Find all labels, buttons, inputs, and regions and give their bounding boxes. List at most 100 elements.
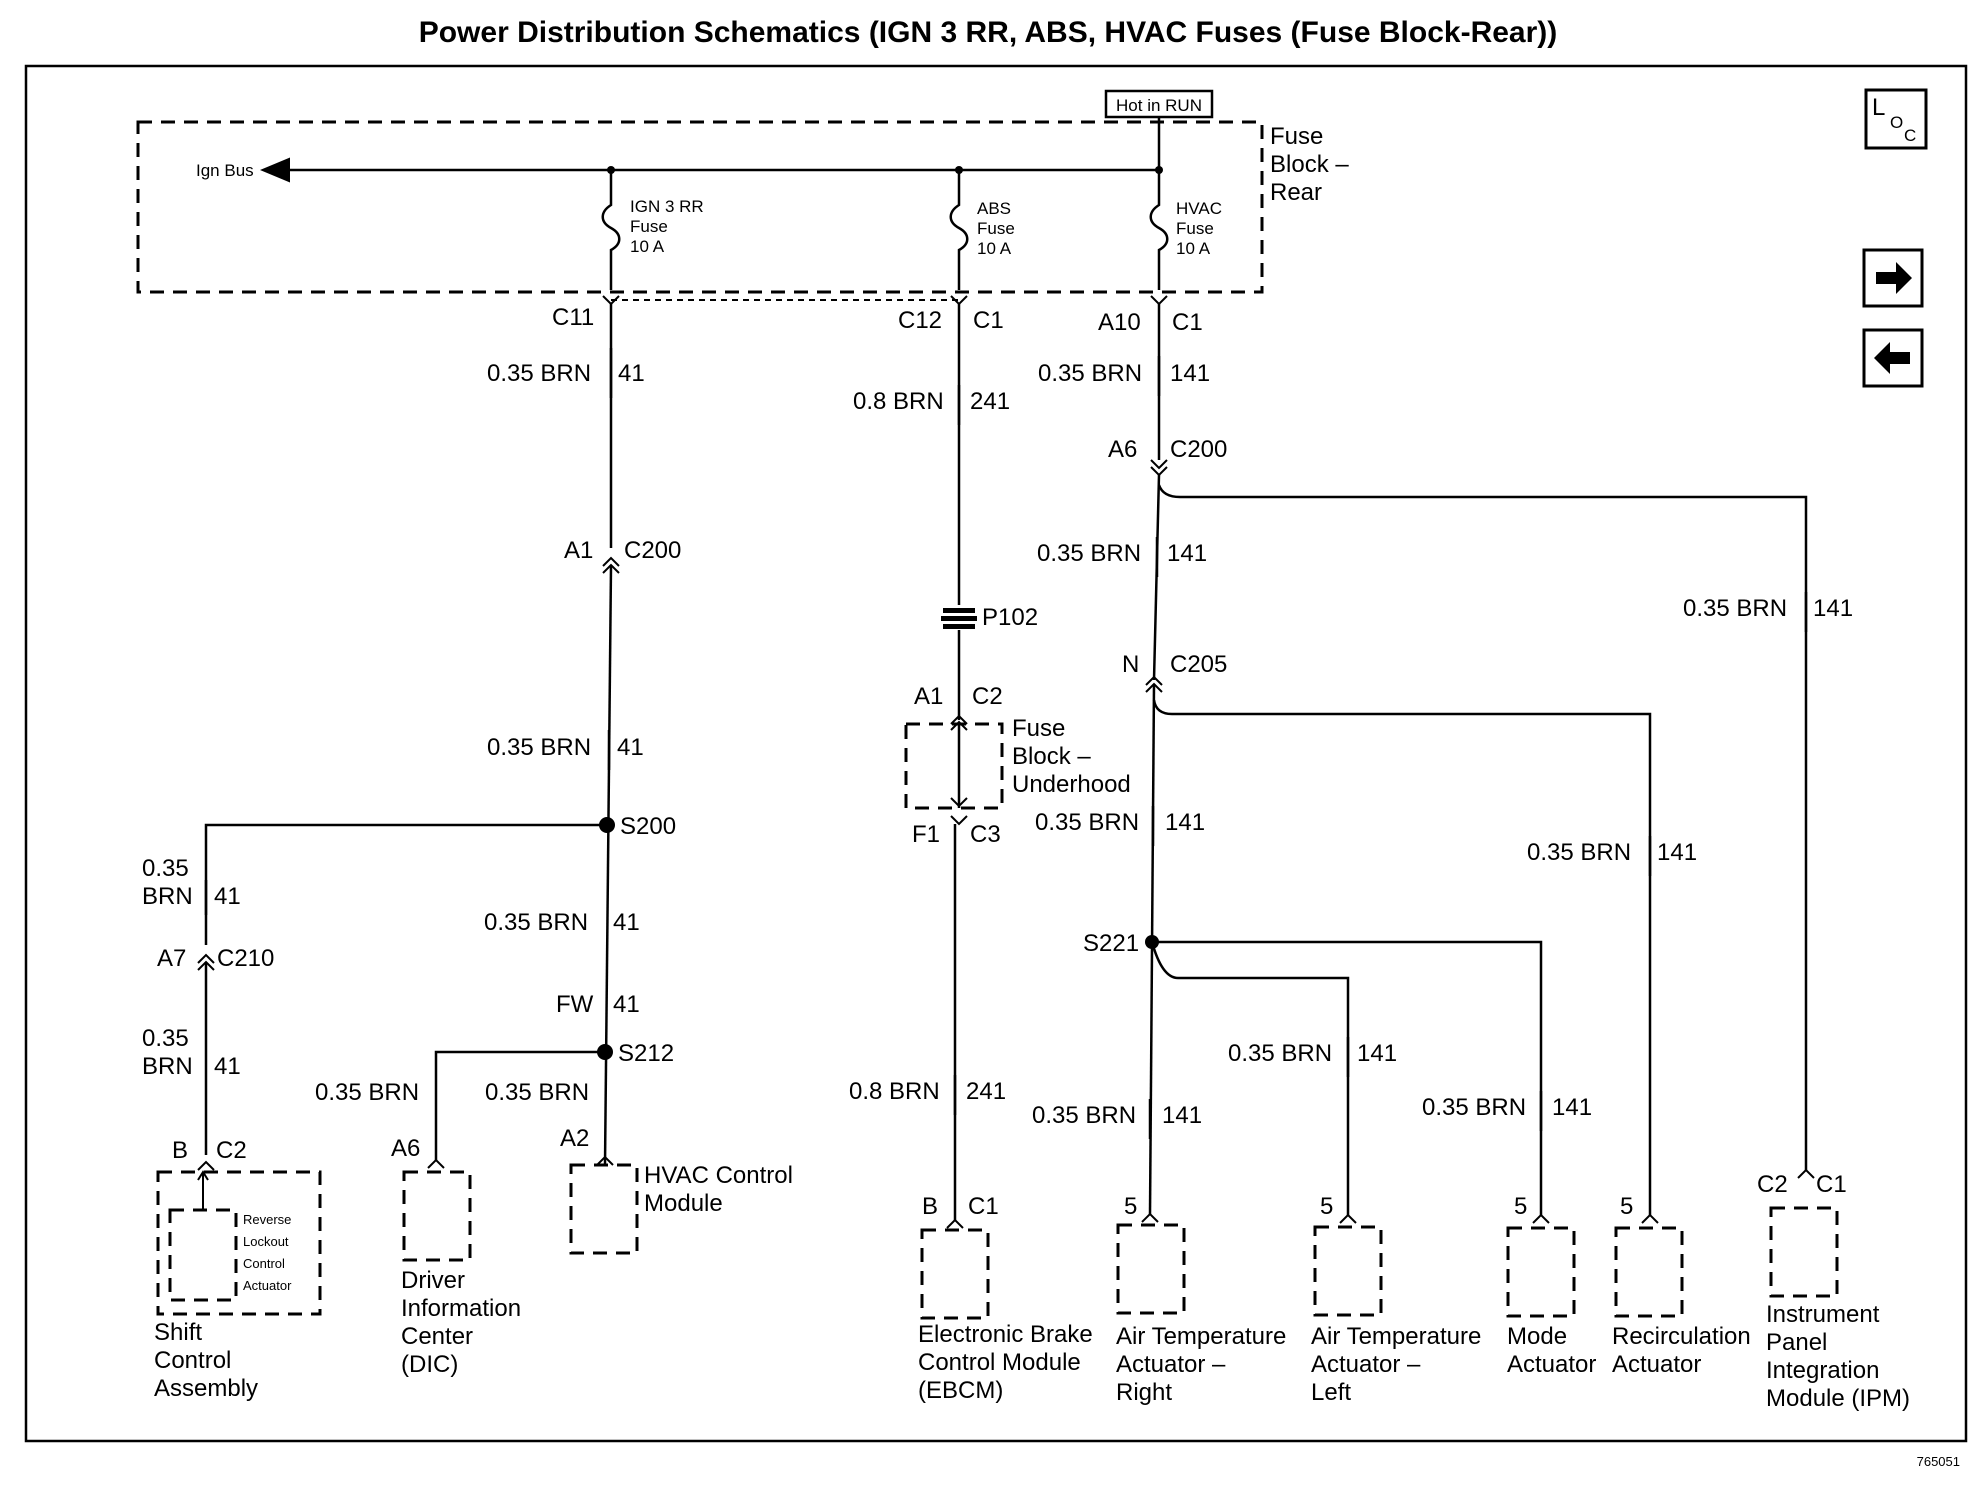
svg-text:0.35 BRN: 0.35 BRN xyxy=(1032,1102,1136,1129)
svg-text:0.35 BRN: 0.35 BRN xyxy=(1683,595,1787,622)
svg-text:Actuator –: Actuator – xyxy=(1116,1351,1226,1378)
svg-text:0.35 BRN: 0.35 BRN xyxy=(1228,1040,1332,1067)
svg-text:Control: Control xyxy=(243,1256,285,1271)
svg-text:41: 41 xyxy=(613,991,640,1018)
svg-text:241: 241 xyxy=(966,1078,1006,1105)
loc-icon[interactable]: L O C xyxy=(1864,88,1928,150)
svg-text:Reverse: Reverse xyxy=(243,1212,291,1227)
air-temp-actuator-right-label: Air Temperature xyxy=(1116,1323,1286,1350)
c11-connector: C11 xyxy=(552,304,594,331)
svg-text:141: 141 xyxy=(1357,1040,1397,1067)
abs-f1-c3-connector: F1 xyxy=(912,821,940,848)
svg-text:0.35 BRN: 0.35 BRN xyxy=(315,1079,419,1106)
svg-text:Control: Control xyxy=(154,1347,231,1374)
dic-wire xyxy=(434,1050,605,1160)
svg-text:41: 41 xyxy=(613,909,640,936)
svg-text:10 A: 10 A xyxy=(630,237,665,256)
svg-text:Control Module: Control Module xyxy=(918,1349,1081,1376)
ipm-c2-c1-connector: C2 xyxy=(1757,1171,1788,1198)
svg-text:Actuator: Actuator xyxy=(1612,1351,1701,1378)
svg-text:Assembly: Assembly xyxy=(154,1375,258,1402)
air-temp-actuator-left-box xyxy=(1313,1225,1383,1317)
mode-actuator-wire xyxy=(1152,940,1543,1215)
ipm-box xyxy=(1769,1206,1839,1298)
air-temp-actuator-left-label: Air Temperature xyxy=(1311,1323,1481,1350)
ebcm-box xyxy=(920,1228,990,1320)
svg-text:Lockout: Lockout xyxy=(243,1234,289,1249)
svg-text:Hot in RUN: Hot in RUN xyxy=(1116,96,1202,115)
svg-text:Underhood: Underhood xyxy=(1012,771,1131,798)
svg-text:141: 141 xyxy=(1657,839,1697,866)
hvac-module-a2-connector: A2 xyxy=(560,1125,589,1152)
air-temp-actuator-right-box xyxy=(1116,1223,1186,1315)
svg-text:(EBCM): (EBCM) xyxy=(918,1377,1003,1404)
abs-a1-c2-connector: A1 xyxy=(914,683,943,710)
svg-text:141: 141 xyxy=(1552,1094,1592,1121)
hot-in-run-label: Hot in RUN xyxy=(1104,89,1214,119)
air-temp-left-wire xyxy=(1150,941,1350,1215)
svg-text:Fuse: Fuse xyxy=(977,219,1015,238)
svg-text:Panel: Panel xyxy=(1766,1329,1827,1356)
svg-text:C1: C1 xyxy=(973,307,1004,334)
svg-text:0.8 BRN: 0.8 BRN xyxy=(849,1078,940,1105)
fw-label: FW xyxy=(556,991,594,1018)
dic-label: Driver xyxy=(401,1267,465,1294)
svg-text:S221: S221 xyxy=(1083,930,1139,957)
svg-text:Right: Right xyxy=(1116,1379,1172,1406)
svg-text:Actuator: Actuator xyxy=(1507,1351,1596,1378)
svg-text:141: 141 xyxy=(1162,1102,1202,1129)
shift-control-assembly-box xyxy=(156,1170,322,1316)
svg-text:HVAC: HVAC xyxy=(1176,199,1222,218)
arrow-right-icon[interactable] xyxy=(1862,248,1924,308)
svg-text:ABS: ABS xyxy=(977,199,1011,218)
shift-b-c2-connector: B xyxy=(172,1137,188,1164)
fuse-block-underhood-label: Fuse xyxy=(1012,715,1065,742)
svg-text:Block –: Block – xyxy=(1012,743,1091,770)
recirculation-wire xyxy=(1152,699,1652,1215)
svg-text:Module: Module xyxy=(644,1190,723,1217)
svg-text:C3: C3 xyxy=(970,821,1001,848)
svg-text:Fuse: Fuse xyxy=(630,217,668,236)
svg-text:Block –: Block – xyxy=(1270,151,1349,178)
svg-text:S212: S212 xyxy=(618,1040,674,1067)
svg-text:241: 241 xyxy=(970,388,1010,415)
dic-a6-connector: A6 xyxy=(391,1135,420,1162)
svg-text:41: 41 xyxy=(618,360,645,387)
hvac-control-module-label: HVAC Control xyxy=(644,1162,793,1189)
svg-text:41: 41 xyxy=(617,734,644,761)
fuse-block-rear-box xyxy=(136,120,1264,294)
fuse-block-underhood-box xyxy=(904,722,1004,810)
svg-text:141: 141 xyxy=(1170,360,1210,387)
svg-text:C2: C2 xyxy=(972,683,1003,710)
shift-control-assembly-label: Shift xyxy=(154,1319,202,1346)
svg-text:0.35 BRN: 0.35 BRN xyxy=(1038,360,1142,387)
svg-text:O: O xyxy=(1890,113,1903,132)
svg-text:0.35 BRN: 0.35 BRN xyxy=(485,1079,589,1106)
ign3rr-fuse: IGN 3 RR Fuse 10 A xyxy=(601,170,704,290)
svg-text:C200: C200 xyxy=(1170,436,1227,463)
ipm-wire xyxy=(1157,484,1808,1170)
a1-c200-connector: A1 xyxy=(564,537,593,564)
svg-text:Center: Center xyxy=(401,1323,473,1350)
svg-text:0.8 BRN: 0.8 BRN xyxy=(853,388,944,415)
a7-c210-connector: A7 xyxy=(157,945,186,972)
svg-text:S200: S200 xyxy=(620,813,676,840)
fuse-block-rear-label: Fuse xyxy=(1270,123,1323,150)
svg-text:10 A: 10 A xyxy=(1176,239,1211,258)
svg-text:0.35 BRN: 0.35 BRN xyxy=(1422,1094,1526,1121)
hvac-a6-c200-connector: A6 xyxy=(1108,436,1137,463)
arrow-left-icon[interactable] xyxy=(1862,328,1924,388)
svg-text:BRN: BRN xyxy=(142,883,193,910)
p102-pass-through: P102 xyxy=(941,604,1038,631)
svg-text:Information: Information xyxy=(401,1295,521,1322)
ign-bus-label: Ign Bus xyxy=(196,161,254,180)
svg-text:C205: C205 xyxy=(1170,651,1227,678)
ebcm-b-c1-connector: B xyxy=(922,1193,938,1220)
ipm-label: Instrument xyxy=(1766,1301,1880,1328)
svg-text:0.35 BRN: 0.35 BRN xyxy=(1035,809,1139,836)
svg-text:BRN: BRN xyxy=(142,1053,193,1080)
hvac-control-module-box xyxy=(569,1163,639,1255)
svg-text:Module (IPM): Module (IPM) xyxy=(1766,1385,1910,1412)
svg-text:Integration: Integration xyxy=(1766,1357,1879,1384)
